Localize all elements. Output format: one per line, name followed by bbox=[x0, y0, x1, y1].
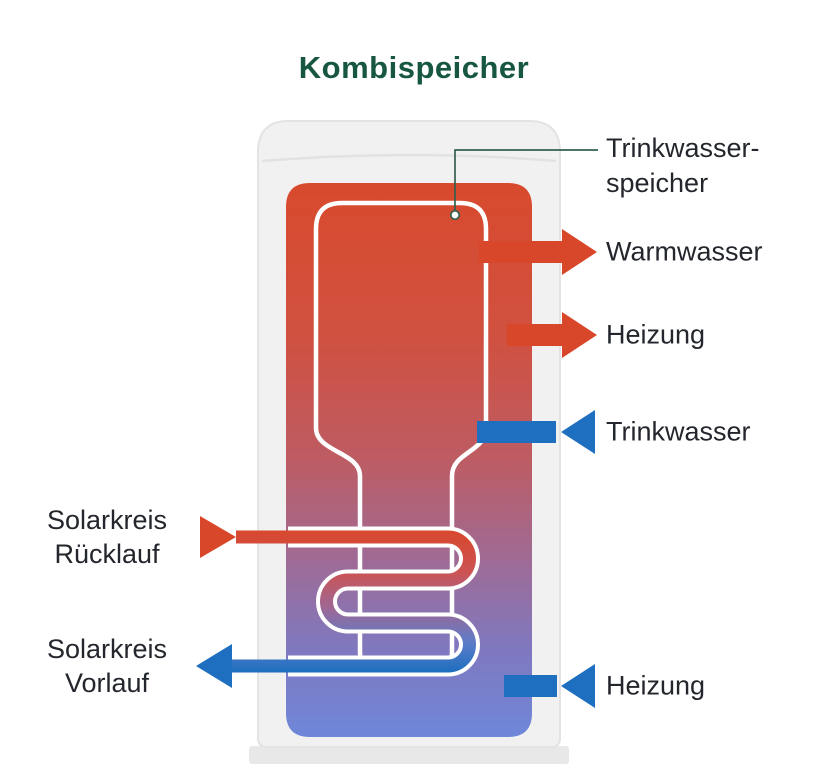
tank-lid-seam bbox=[261, 153, 557, 163]
solar-vorlauf-label-line1: Solarkreis bbox=[46, 634, 168, 664]
inner-tank-label-line2: speicher bbox=[606, 168, 709, 198]
solar-ruecklauf-label-line1: Solarkreis bbox=[46, 505, 168, 535]
inner-tank-leader-line bbox=[454, 149, 598, 211]
warmwasser-label: Warmwasser bbox=[606, 236, 763, 267]
heizung-top-arrow-icon bbox=[507, 312, 597, 358]
leader-marker-dot bbox=[449, 209, 461, 221]
inner-tank-label: Trinkwasser- speicher bbox=[606, 131, 760, 201]
heizung-top-arrow-head bbox=[562, 312, 597, 358]
heizung-bottom-arrow-icon bbox=[504, 664, 595, 708]
solar-vorlauf-label: Solarkreis Vorlauf bbox=[22, 632, 192, 700]
buffer-water-gradient bbox=[286, 183, 532, 737]
trinkwasser-arrow-shaft bbox=[477, 421, 556, 443]
warmwasser-arrow-head bbox=[562, 229, 597, 275]
trinkwasser-arrow-head bbox=[561, 410, 595, 454]
trinkwasser-arrow-icon bbox=[477, 410, 595, 454]
warmwasser-arrow-shaft bbox=[479, 241, 563, 263]
solar-coil bbox=[232, 530, 476, 673]
solar-ruecklauf-arrow-icon bbox=[200, 516, 236, 558]
warmwasser-arrow-icon bbox=[479, 229, 597, 275]
heizung-top-arrow-shaft bbox=[507, 324, 563, 346]
heizung-top-label: Heizung bbox=[606, 319, 706, 350]
trinkwasser-label: Trinkwasser bbox=[606, 416, 751, 447]
diagram-title: Kombispeicher bbox=[298, 50, 530, 85]
solar-vorlauf-arrow-icon bbox=[196, 644, 232, 688]
tank-base bbox=[249, 746, 569, 764]
heizung-bottom-arrow-shaft bbox=[504, 675, 557, 697]
heizung-bottom-arrow-head bbox=[561, 664, 595, 708]
solar-ruecklauf-label: Solarkreis Rücklauf bbox=[22, 503, 192, 571]
solar-ruecklauf-label-line2: Rücklauf bbox=[54, 539, 160, 569]
inner-tank-label-line1: Trinkwasser- bbox=[606, 133, 760, 163]
solar-vorlauf-label-line2: Vorlauf bbox=[64, 668, 150, 698]
heizung-bottom-label: Heizung bbox=[606, 670, 706, 701]
